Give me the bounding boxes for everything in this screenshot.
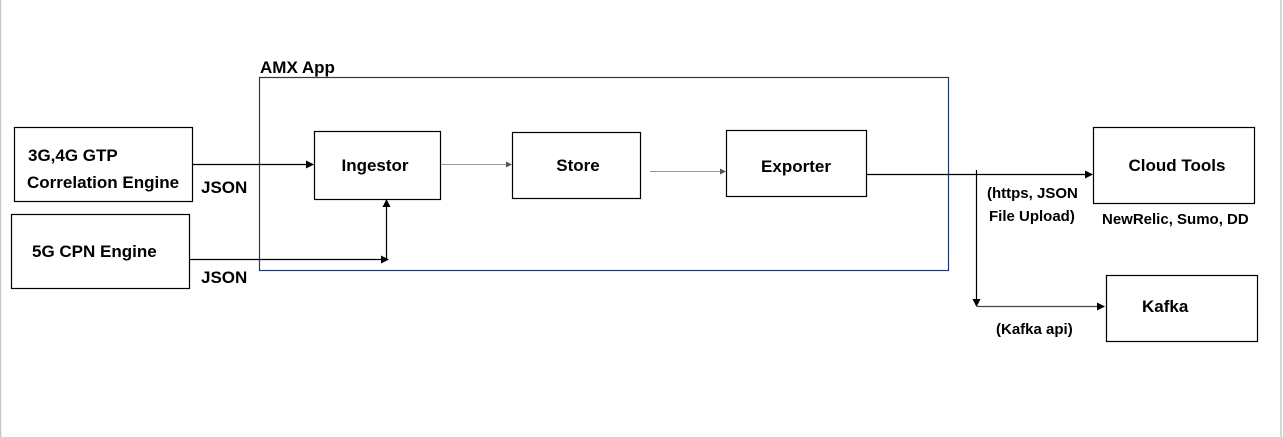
exporter-box: Exporter [725, 129, 868, 198]
store-label: Store [556, 156, 599, 175]
gtp-engine-line2: Correlation Engine [27, 173, 179, 192]
gtp-engine-line1: 3G,4G GTP [28, 146, 118, 165]
cpn-engine-box: 5G CPN Engine [10, 213, 191, 290]
cloud-protocol-line2: File Upload) [989, 208, 1075, 225]
kafka-box: Kafka [1105, 274, 1259, 343]
gtp-json-label: JSON [201, 178, 247, 197]
cloud-protocol-line1: (https, JSON [987, 185, 1078, 202]
cpn-json-label: JSON [201, 268, 247, 287]
store-box: Store [511, 131, 642, 200]
exporter-label: Exporter [761, 157, 831, 176]
cloud-tools-box: Cloud Tools [1092, 126, 1256, 205]
cpn-engine-label: 5G CPN Engine [32, 242, 157, 261]
cloud-tools-caption: NewRelic, Sumo, DD [1102, 211, 1249, 228]
gtp-correlation-engine-box: 3G,4G GTP Correlation Engine [13, 126, 194, 203]
amx-app-title: AMX App [260, 58, 335, 77]
kafka-protocol-label: (Kafka api) [996, 321, 1073, 338]
cloud-tools-label: Cloud Tools [1129, 156, 1226, 175]
kafka-label: Kafka [1142, 297, 1189, 316]
ingestor-box: Ingestor [313, 130, 442, 201]
ingestor-label: Ingestor [341, 156, 408, 175]
